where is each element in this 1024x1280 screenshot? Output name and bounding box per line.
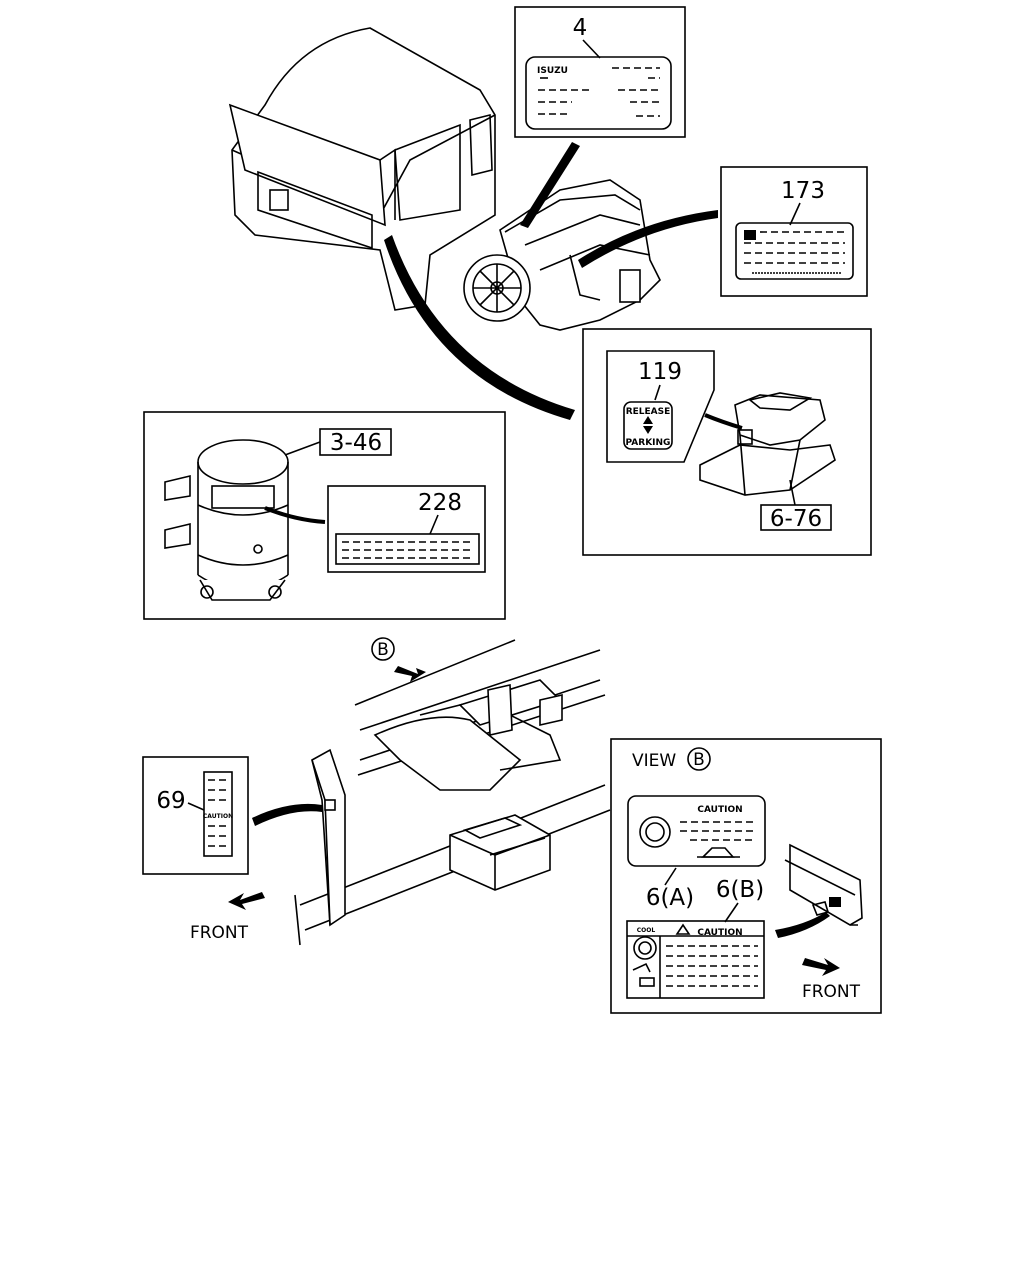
decal-119-release: RELEASE [626, 407, 671, 417]
callout-6b: 6(B) [716, 877, 764, 903]
view-b-panel: VIEW B CAUTION 6(A) 6(B) CAUTION COOL [610, 738, 882, 1014]
leader-engine-to-decal-4 [520, 142, 580, 228]
front-label-left: FRONT [190, 923, 249, 943]
decal-69-box: 69 CAUTION [142, 756, 322, 875]
callout-6-76: 6-76 [770, 506, 822, 532]
decal-4-brand: ISUZU [537, 66, 568, 76]
callout-173: 173 [781, 178, 825, 204]
callout-228: 228 [418, 490, 462, 516]
front-label-right: FRONT [802, 982, 861, 1002]
view-b-panel-letter: B [693, 750, 705, 770]
decal-119-parking: PARKING [626, 438, 671, 448]
decal-69-caution: CAUTION [203, 813, 233, 820]
callout-6a: 6(A) [646, 885, 694, 911]
front-direction-left: FRONT [190, 892, 265, 943]
view-b-marker: B [371, 637, 426, 682]
air-tank-box: 3-46 228 [143, 411, 506, 620]
decal-6a-caution: CAUTION [697, 805, 742, 815]
decal-6b-cool: COOL [637, 927, 656, 934]
truck-cab-illustration [228, 27, 496, 311]
engine-illustration [463, 179, 661, 331]
view-b-title: VIEW [632, 751, 676, 771]
leader-engine-to-decal-173 [578, 210, 718, 268]
parking-brake-box: 119 RELEASE PARKING 6-76 [582, 328, 872, 556]
decal-6b-caution: CAUTION [697, 928, 742, 938]
chassis-frame-illustration [294, 639, 611, 946]
callout-69: 69 [156, 788, 185, 814]
decal-4-box: 4 ISUZU [514, 6, 686, 138]
callout-3-46: 3-46 [330, 430, 382, 456]
view-b-marker-letter: B [377, 640, 389, 660]
callout-119: 119 [638, 359, 682, 385]
callout-4: 4 [573, 15, 588, 41]
decal-173-box: 173 [720, 166, 868, 297]
